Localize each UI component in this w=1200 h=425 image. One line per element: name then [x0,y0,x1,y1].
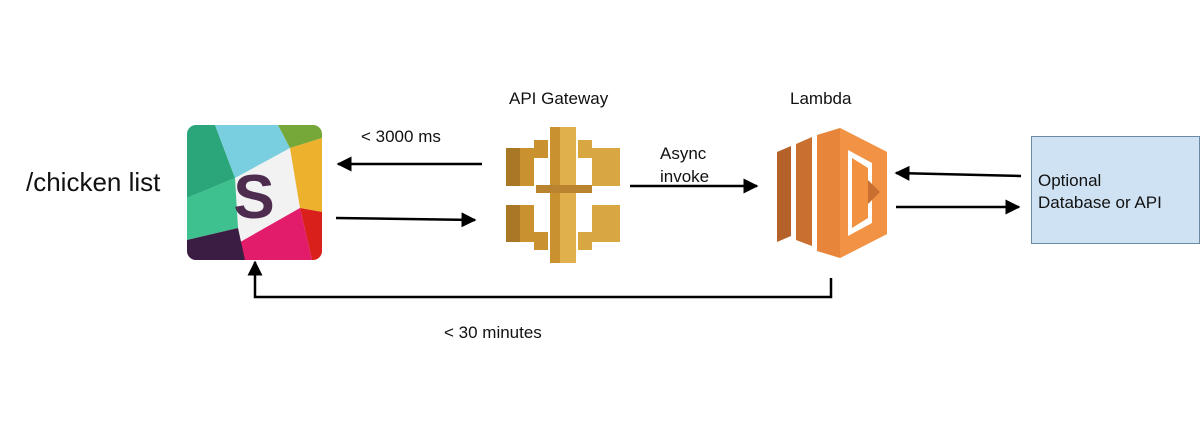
slash-command-label: /chicken list [26,167,161,197]
api-gateway-title: API Gateway [509,89,609,108]
async-invoke-label: Async invoke [660,142,709,188]
database-label: Optional Database or API [1038,170,1162,214]
async-line-2: invoke [660,167,710,186]
slack-letter: S [233,163,274,232]
arrow-db-to-lambda [894,165,1022,181]
arrow-slack-to-gateway [335,212,477,228]
lambda-title: Lambda [790,89,852,108]
database-line-1: Optional [1038,171,1102,190]
response-time-label: < 3000 ms [361,127,441,146]
lambda-icon [777,128,887,258]
api-gateway-icon [506,127,620,263]
database-line-2: Database or API [1038,193,1162,212]
async-line-1: Async [660,144,707,163]
slack-logo-icon [187,125,322,260]
arrow-lambda-to-slack [247,260,833,299]
database-box [1031,136,1200,244]
delayed-response-label: < 30 minutes [444,323,542,342]
